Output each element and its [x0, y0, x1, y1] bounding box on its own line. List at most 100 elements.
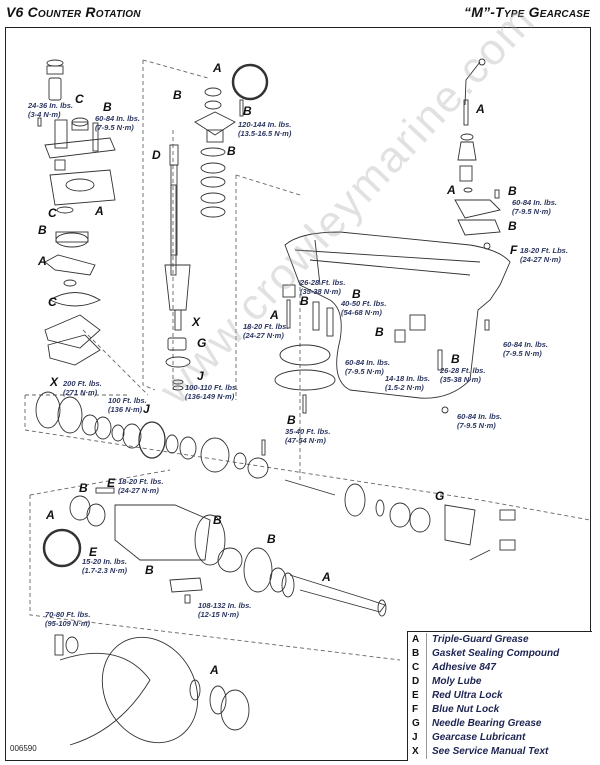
- callout-letter: E: [107, 476, 116, 490]
- torque-label: 18-20 Ft. lbs.: [118, 477, 164, 486]
- gearcase-housing: [284, 231, 511, 399]
- shift-shaft-parts: [454, 58, 501, 250]
- torque-label: 24-36 In. lbs.: [28, 101, 74, 110]
- torque-label: (35-38 N·m): [440, 375, 481, 384]
- torque-label: (7-9.5 N·m): [95, 123, 134, 132]
- group-outlines: [24, 59, 591, 661]
- callout-letter: X: [50, 375, 59, 389]
- torque-label: (136 N·m): [108, 405, 143, 414]
- callout-letter: B: [243, 104, 252, 118]
- torque-label: (35-38 N·m): [300, 287, 341, 296]
- torque-label: (47-54 N·m): [285, 436, 326, 445]
- callout-letter: C: [75, 92, 84, 106]
- torque-label: (95-109 N·m): [45, 619, 91, 628]
- callout-letter: D: [152, 148, 161, 162]
- callout-letter: B: [451, 352, 460, 366]
- propshaft-parts: [35, 391, 516, 561]
- page-title-right: “M”-Type Gearcase: [464, 4, 590, 20]
- torque-label: (7-9.5 N·m): [503, 349, 542, 358]
- callout-letter: C: [48, 295, 57, 309]
- torque-label: 60-84 In. lbs.: [503, 340, 549, 349]
- torque-label: 70-80 Ft. lbs.: [45, 610, 91, 619]
- torque-label: 35-40 Ft. lbs.: [285, 427, 331, 436]
- torque-label: (24-27 N·m): [520, 255, 561, 264]
- torque-label: (136-149 N·m): [185, 392, 235, 401]
- driveshaft-parts: [164, 63, 269, 391]
- callout-letter: J: [143, 402, 150, 416]
- torque-label: (54-68 N·m): [341, 308, 382, 317]
- torque-label: 26-28 Ft. lbs.: [300, 278, 346, 287]
- callout-letter: A: [210, 663, 219, 677]
- torque-label: (1.7-2.3 N·m): [82, 566, 128, 575]
- torque-label: 200 Ft. lbs.: [63, 379, 102, 388]
- callout-letter: B: [352, 287, 361, 301]
- callout-letter: B: [145, 563, 154, 577]
- torque-label: (7-9.5 N·m): [457, 421, 496, 430]
- torque-label: (24-27 N·m): [118, 486, 159, 495]
- callout-letter: B: [287, 413, 296, 427]
- torque-label: 60-84 In. lbs.: [345, 358, 391, 367]
- callout-letter: B: [508, 219, 517, 233]
- callout-letter: B: [213, 513, 222, 527]
- page-title-left: V6 Counter Rotation: [6, 4, 141, 20]
- callout-letter: B: [267, 532, 276, 546]
- callout-letter: A: [322, 570, 331, 584]
- torque-label: (13.5-16.5 N·m): [238, 129, 292, 138]
- torque-label: 26-28 Ft. lbs.: [440, 366, 486, 375]
- callout-letter: B: [375, 325, 384, 339]
- torque-label: (1.5-2 N·m): [385, 383, 424, 392]
- diagram-frame: [5, 27, 591, 761]
- torque-label: 120-144 In. lbs.: [238, 120, 292, 129]
- torque-label: 100-110 Ft. lbs.: [185, 383, 239, 392]
- torque-label: (24-27 N·m): [243, 331, 284, 340]
- torque-label: 60-84 In. lbs.: [95, 114, 141, 123]
- water-pump-parts: [37, 59, 116, 366]
- torque-label: 60-84 In. lbs.: [457, 412, 503, 421]
- callout-letter: C: [48, 206, 57, 220]
- callout-letter: E: [89, 545, 98, 559]
- torque-label: 60-84 In. lbs.: [512, 198, 558, 207]
- torque-label: 14-18 In. lbs.: [385, 374, 431, 383]
- callout-letter: A: [476, 102, 485, 116]
- callout-letter: B: [79, 481, 88, 495]
- callout-letter: A: [270, 308, 279, 322]
- torque-label: 18-20 Ft. Lbs.: [520, 246, 568, 255]
- torque-label: 15-20 In. lbs.: [82, 557, 128, 566]
- callout-letter: B: [227, 144, 236, 158]
- propeller: [54, 634, 250, 746]
- callout-letter: A: [213, 61, 222, 75]
- callout-letter: J: [197, 369, 204, 383]
- torque-label: 40-50 Ft. lbs.: [341, 299, 387, 308]
- callout-letter: B: [508, 184, 517, 198]
- torque-label: (7-9.5 N·m): [345, 367, 384, 376]
- callout-letter: G: [435, 489, 445, 503]
- torque-label: 18-20 Ft. lbs.: [243, 322, 289, 331]
- callout-letter: B: [103, 100, 112, 114]
- callout-letter: A: [46, 508, 55, 522]
- torque-label: 100 Ft. lbs.: [108, 396, 147, 405]
- callout-letter: B: [300, 294, 309, 308]
- torque-label: (3-4 N·m): [28, 110, 61, 119]
- callout-letter: A: [38, 254, 47, 268]
- callout-letter: B: [173, 88, 182, 102]
- torque-label: (7-9.5 N·m): [512, 207, 551, 216]
- figure-number: 006590: [10, 744, 37, 753]
- callout-letter: X: [192, 315, 201, 329]
- callout-letter: B: [38, 223, 47, 237]
- callout-letter: G: [197, 336, 207, 350]
- torque-label: 108-132 In. lbs.: [198, 601, 252, 610]
- torque-label: (271 N·m): [63, 388, 98, 397]
- torque-label: (12-15 N·m): [198, 610, 239, 619]
- middle-parts: [261, 284, 490, 456]
